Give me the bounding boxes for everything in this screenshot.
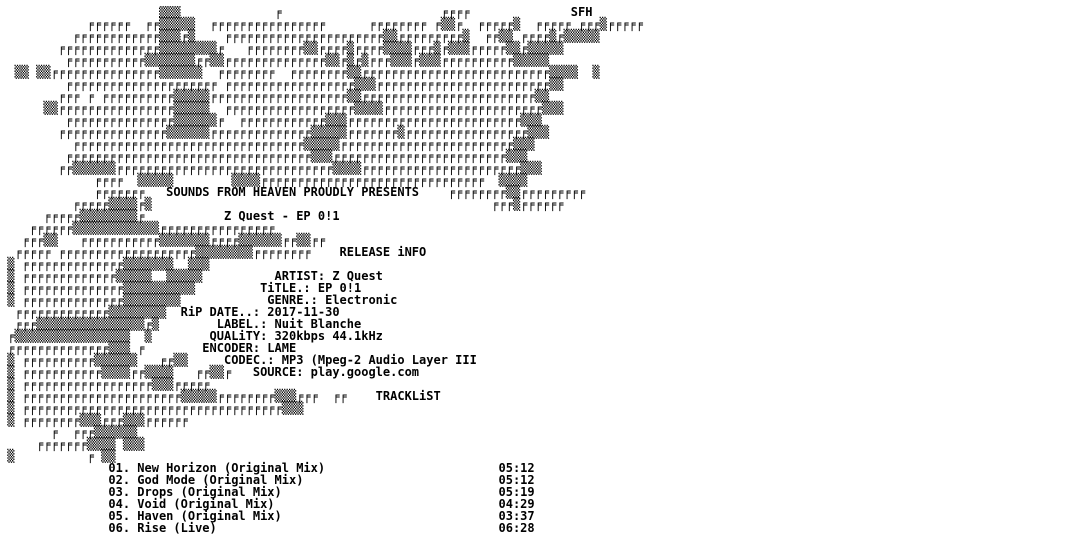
nfo-line: ╒╒╒╒╒╒╒╒╒╒╒╒╒╒╒▒▒▒▒▒▒╒ ╒╒╒╒╒╒╒╒╒╒╒╒▒▒▒╒╒…: [0, 113, 542, 127]
nfo-line: ╒╒╒╒╒╒╒╒╒╒╒▒▒▒▒▒▒▒╒╒▒▒╒╒╒╒╒╒╒╒╒╒╒╒╒╒▒▒╒▒…: [0, 53, 550, 67]
nfo-line: ▒ ╒╒╒╒╒╒╒╒╒╒╒▒▒▒▒╒╒▒▒▒▒ ╒╒▒▒╒ SOURCE: pl…: [0, 365, 420, 379]
nfo-line: ▒ ╒╒╒╒╒╒╒╒╒╒▒▒▒▒▒▒ ╒╒▒▒ CODEC.: MP3 (Mpe…: [0, 353, 477, 367]
nfo-line: 04. Void (Original Mix) 04:29: [0, 497, 535, 511]
nfo-line: ╒╒╒╒ ▒▒▒▒▒ ▒▒▒▒╒╒╒╒╒╒╒╒╒╒╒╒╒╒╒╒╒╒╒╒╒╒╒╒╒…: [0, 173, 528, 187]
nfo-line: ▒ ╒╒╒╒╒╒╒╒╒╒╒╒╒▒▒▒▒▒ ▒▒▒▒▒ ARTIST: Z Que…: [0, 269, 383, 283]
nfo-line: ▒ ╒╒╒╒╒╒╒╒╒╒╒╒╒╒╒╒╒╒╒╒╒╒╒╒╒╒╒╒╒╒╒╒╒╒╒╒▒▒…: [0, 401, 304, 415]
nfo-line: 06. Rise (Live) 06:28: [0, 521, 535, 535]
nfo-line: ▒ ╒╒╒╒╒╒╒╒╒╒╒╒╒╒▒▒▒▒▒▒▒▒▒▒ TiTLE.: EP 0!…: [0, 281, 362, 295]
nfo-line: ▒ ╒╒╒╒╒╒╒╒╒╒╒╒╒╒╒╒╒╒╒╒╒╒▒▒▒▒▒╒╒╒╒╒╒╒╒▒▒▒…: [0, 389, 441, 403]
nfo-line: ▒ ╒╒╒╒╒╒╒╒╒╒╒╒╒╒▒▒▒▒▒▒▒▒ GENRE.: Electro…: [0, 293, 398, 307]
nfo-line: 05. Haven (Original Mix) 03:37: [0, 509, 535, 523]
nfo-line: ╒╒╒╒╒╒╒╒╒╒╒╒╒╒▒▒▒ ╒ ENCODER: LAME: [0, 341, 297, 355]
nfo-line: ╒╒╒╒╒╒╒╒╒╒╒╒╒╒▒▒▒▒▒▒▒▒╒ ╒╒╒╒╒╒╒╒▒▒╒╒╒╒▒╒…: [0, 41, 564, 55]
nfo-line: ╒╒╒╒╒▒▒▒▒╒▒ ╒╒╒▒╒╒╒╒╒╒: [0, 197, 564, 211]
nfo-line: 03. Drops (Original Mix) 05:19: [0, 485, 535, 499]
nfo-line: ▒ ╒╒╒╒╒╒╒╒╒╒╒╒╒╒▒▒▒▒▒▒▒ ▒▒▒: [0, 257, 210, 271]
nfo-line: ╒╒╒╒╒╒╒ SOUNDS FROM HEAVEN PROUDLY PRESE…: [0, 185, 586, 199]
nfo-line: ╒╒╒╒╒╒╒╒╒╒╒╒╒╒╒╒╒╒╒╒╒╒╒╒╒╒╒╒╒╒╒╒╒╒▒▒▒╒╒╒…: [0, 149, 528, 163]
nfo-line: ╒ ╒╒╒▒▒▒▒▒▒: [0, 425, 138, 439]
nfo-line: ╒╒╒╒╒ ╒╒╒╒╒╒╒╒╒╒╒╒╒╒╒╒╒╒╒▒▒▒▒▒▒▒▒╒╒╒╒╒╒╒…: [0, 245, 427, 259]
nfo-line: ▒ ╒╒╒╒╒╒╒╒▒▒▒╒╒╒▒▒▒╒╒╒╒╒╒: [0, 413, 188, 427]
nfo-line: ▒ ╒╒╒╒╒╒╒╒╒╒╒╒╒╒╒╒╒╒▒▒▒╒╒╒╒╒: [0, 377, 210, 391]
nfo-line: ╒╒╒╒╒╒▒▒▒▒▒▒▒▒▒▒▒▒╒╒╒╒╒╒╒╒╒╒╒╒╒╒╒╒: [0, 221, 275, 235]
nfo-line: 01. New Horizon (Original Mix) 05:12: [0, 461, 535, 475]
nfo-line: ╒╒╒▒▒ ╒╒╒╒╒╒╒╒╒╒╒▒▒▒▒▒▒▒╒╒╒╒▒▒▒▒▒▒╒╒▒▒╒╒: [0, 233, 326, 247]
nfo-line: ╒▒▒▒▒▒▒▒▒▒▒▒▒▒▒▒▒ ▒ QUALiTY: 320kbps 44.…: [0, 329, 383, 343]
nfo-line: 02. God Mode (Original Mix) 05:12: [0, 473, 535, 487]
nfo-line: ╒╒▒▒▒▒▒▒╒╒╒╒╒╒╒╒╒╒╒╒╒╒╒╒╒╒╒╒╒╒╒╒╒╒╒╒╒╒▒▒…: [0, 161, 542, 175]
nfo-line: ╒╒╒ ╒ ╒╒╒╒╒╒╒╒╒╒▒▒▒▒▒╒╒╒╒╒╒╒╒╒╒╒╒╒╒╒╒╒╒╒…: [0, 89, 550, 103]
nfo-line: ╒╒╒╒╒╒╒▒▒▒▒ ▒▒▒: [0, 437, 145, 451]
nfo-line: ╒╒╒▒▒▒▒▒▒▒▒▒▒▒▒▒▒▒╒▒ LABEL.: Nuit Blanch…: [0, 317, 362, 331]
nfo-line: ╒╒╒╒╒╒╒╒╒╒╒╒╒╒╒▒▒▒▒▒▒╒╒╒╒╒╒╒╒╒╒╒╒╒╒▒▒▒▒▒…: [0, 125, 550, 139]
nfo-line: ╒╒╒╒╒╒ ╒╒▒▒▒▒▒ ╒╒╒╒╒╒╒╒╒╒╒╒╒╒╒╒ ╒╒╒╒╒╒╒╒…: [0, 17, 643, 31]
nfo-line: ▒▒╒╒╒╒╒╒╒╒╒╒╒╒╒╒╒╒▒▒▒▒▒ ╒╒╒╒╒╒╒╒╒╒╒╒╒╒╒╒…: [0, 101, 564, 115]
nfo-line: ╒╒╒╒╒▒▒▒▒▒▒▒▒╒ Z Quest - EP 0!1: [0, 209, 340, 223]
nfo-line: ▒▒▒ ╒ ╒╒╒╒ SFH: [0, 6, 593, 19]
nfo-line: ▒ ╒ ▒▒: [0, 449, 116, 463]
nfo-line: ▒▒ ▒▒╒╒╒╒╒╒╒╒╒╒╒╒╒╒╒▒▒▒▒▒▒ ╒╒╒╒╒╒╒╒ ╒╒╒╒…: [0, 65, 600, 79]
nfo-line: ╒╒╒╒╒╒╒╒╒╒╒╒▒▒▒╒▒ ╒╒╒╒╒╒╒╒╒╒╒╒╒╒╒╒╒╒╒╒╒╒…: [0, 29, 600, 43]
nfo-line: ╒╒╒╒╒╒╒╒╒╒╒╒╒╒╒╒╒╒╒╒╒ ╒╒╒╒╒╒╒╒╒╒╒╒╒╒╒╒╒╒…: [0, 77, 564, 91]
nfo-line: ╒╒╒╒╒╒╒╒╒╒╒╒╒╒╒╒╒╒╒╒╒╒╒╒╒╒╒╒╒╒╒╒▒▒▒▒▒╒╒╒…: [0, 137, 535, 151]
nfo-line: ╒╒╒╒╒╒╒╒╒╒╒╒╒▒▒▒▒▒▒▒▒ RiP DATE..: 2017-1…: [0, 305, 340, 319]
nfo-document: ▒▒▒ ╒ ╒╒╒╒ SFH ╒╒╒╒╒╒ ╒╒▒▒▒▒▒ ╒╒╒╒╒╒╒╒╒╒…: [0, 6, 1072, 552]
